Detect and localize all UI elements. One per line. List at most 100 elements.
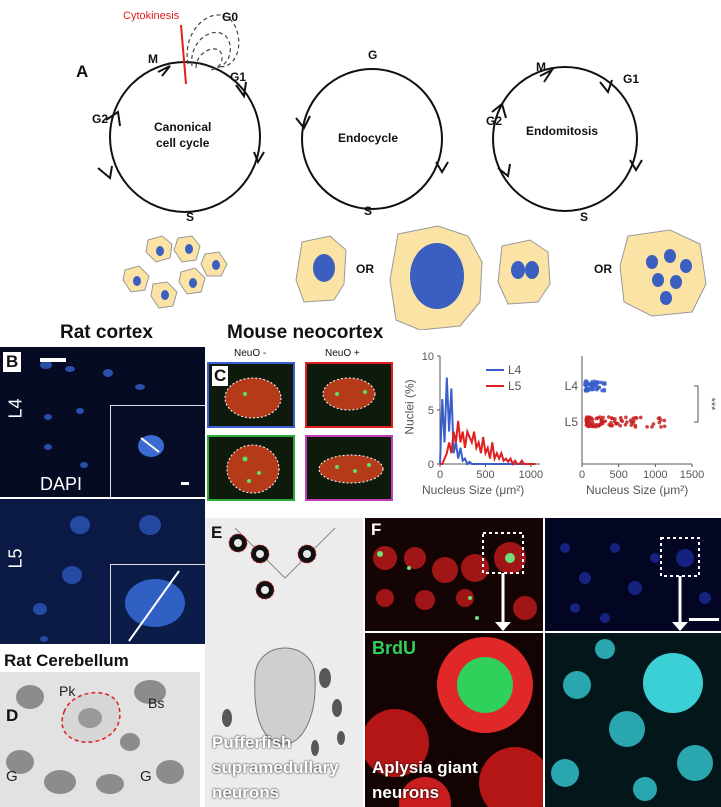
arrow-s (97, 165, 113, 180)
dot-point-l4 (593, 383, 597, 388)
dot-point-l5 (585, 416, 590, 421)
endocycle-nucleus-small (313, 254, 335, 282)
endocycle-or: OR (356, 262, 374, 276)
c-image-red (305, 362, 393, 428)
dot-point-l5 (645, 425, 649, 429)
panel-b-l5-image (0, 499, 205, 644)
m-label: M (148, 52, 158, 66)
dot-xtick-label: 1000 (643, 469, 667, 481)
dot-point-l5 (618, 416, 623, 420)
hist-series-l5 (440, 420, 536, 467)
l5-label: L5 (5, 548, 26, 569)
hist-ytick-label: 5 (428, 405, 434, 417)
dot-xtick-label: 1500 (680, 469, 704, 481)
endocycle-title: Endocycle (338, 131, 399, 145)
dot-point-l4 (592, 387, 596, 392)
dapi-label: DAPI (40, 474, 83, 494)
dot-point-l5 (614, 421, 618, 426)
hist-ytick-label: 10 (422, 351, 434, 363)
hist-ylabel: Nuclei (%) (402, 379, 417, 435)
endomit-arrow-s (497, 163, 511, 178)
endo-g-label: G (368, 48, 378, 62)
f-red-zoom (365, 633, 543, 807)
g1-label: G1 (230, 70, 247, 84)
panel-d-letter: D (6, 706, 19, 725)
dot-point-l4 (585, 387, 590, 392)
endomit-arrow-g1 (599, 79, 613, 95)
dot-xtick-label: 0 (579, 469, 585, 481)
significance-bracket (694, 385, 699, 423)
dot-point-l5 (638, 415, 643, 420)
endo-s-label: S (364, 204, 373, 218)
dot-point-l4 (602, 387, 606, 392)
neuo-pos-label: NeuO + (325, 348, 360, 359)
g0-loop-inner (195, 48, 223, 71)
endomit-or: OR (594, 262, 612, 276)
arrow-g1-right (253, 151, 265, 165)
g0-loop-outer (186, 14, 240, 68)
panel-a-diagram (97, 14, 707, 330)
hist-legend-label: L5 (508, 379, 522, 393)
endomit-g2-label: G2 (486, 114, 503, 128)
dot-point-l5 (657, 420, 662, 425)
endomit-cell-large (619, 229, 707, 317)
endomitosis-title: Endomitosis (526, 124, 599, 138)
dot-row-label: L5 (565, 415, 579, 429)
arrow-g2 (105, 110, 121, 127)
dot-point-l5 (634, 416, 639, 420)
dot-point-l5 (609, 416, 614, 420)
panel-b-title: Rat cortex (60, 322, 153, 343)
g-right-label: G (140, 768, 152, 785)
c-image-magenta (305, 435, 393, 501)
endomit-nucleus-2 (525, 261, 539, 279)
l5-inset (110, 564, 205, 644)
dot-point-l5 (599, 421, 603, 426)
panel-e-image (205, 518, 363, 807)
g2-label: G2 (92, 112, 109, 126)
endomit-g1-label: G1 (623, 72, 640, 86)
dot-point-l5 (625, 420, 629, 424)
endocycle-nucleus-large (410, 243, 464, 309)
l5-nuclei (33, 515, 161, 642)
pk-label: Pk (59, 683, 76, 699)
dot-point-l5 (591, 421, 595, 425)
dot-point-l5 (606, 415, 611, 419)
hist-legend-label: L4 (508, 363, 522, 377)
dot-row-label: L4 (565, 379, 579, 393)
g0-label: G0 (222, 10, 239, 24)
dot-xtick-label: 500 (609, 469, 627, 481)
dot-point-l5 (594, 424, 598, 429)
dot-point-l4 (599, 380, 604, 385)
dot-point-l5 (624, 415, 628, 420)
dot-point-l5 (662, 424, 667, 429)
pufferfish-caption-2: supramedullary (212, 758, 339, 777)
dot-point-l5 (629, 420, 634, 424)
f-cyan-zoom (545, 633, 721, 807)
dot-point-l4 (592, 379, 597, 384)
canonical-cells (122, 235, 228, 309)
hist-ytick-label: 0 (428, 459, 434, 471)
dot-point-l4 (583, 379, 588, 384)
dot-point-l5 (658, 418, 663, 422)
scale-bar-top (40, 358, 66, 362)
f-red-overview (365, 518, 543, 631)
dot-point-l5 (623, 422, 628, 427)
endomit-nuclei-large (646, 249, 692, 305)
dot-point-l5 (618, 423, 623, 428)
dot-point-l5 (601, 415, 605, 420)
bs-label: Bs (148, 695, 165, 711)
aplysia-caption-2: neurons (372, 783, 440, 802)
arrow-g1 (235, 81, 247, 99)
brdu-label: BrdU (372, 638, 416, 658)
dot-point-l5 (650, 425, 654, 429)
panel-e-letter: E (211, 523, 223, 542)
panel-b-letter: B (3, 352, 22, 372)
hist-xlabel: Nucleus Size (μm²) (422, 483, 525, 497)
endomit-nucleus-1 (511, 261, 525, 279)
endo-arrow-right (435, 161, 449, 174)
dot-point-l5 (633, 425, 638, 429)
cytokinesis-label: Cytokinesis (123, 10, 180, 22)
f-blue-overview (545, 518, 721, 631)
arrow-m (157, 65, 171, 77)
canonical-title-1: Canonical (154, 120, 212, 134)
